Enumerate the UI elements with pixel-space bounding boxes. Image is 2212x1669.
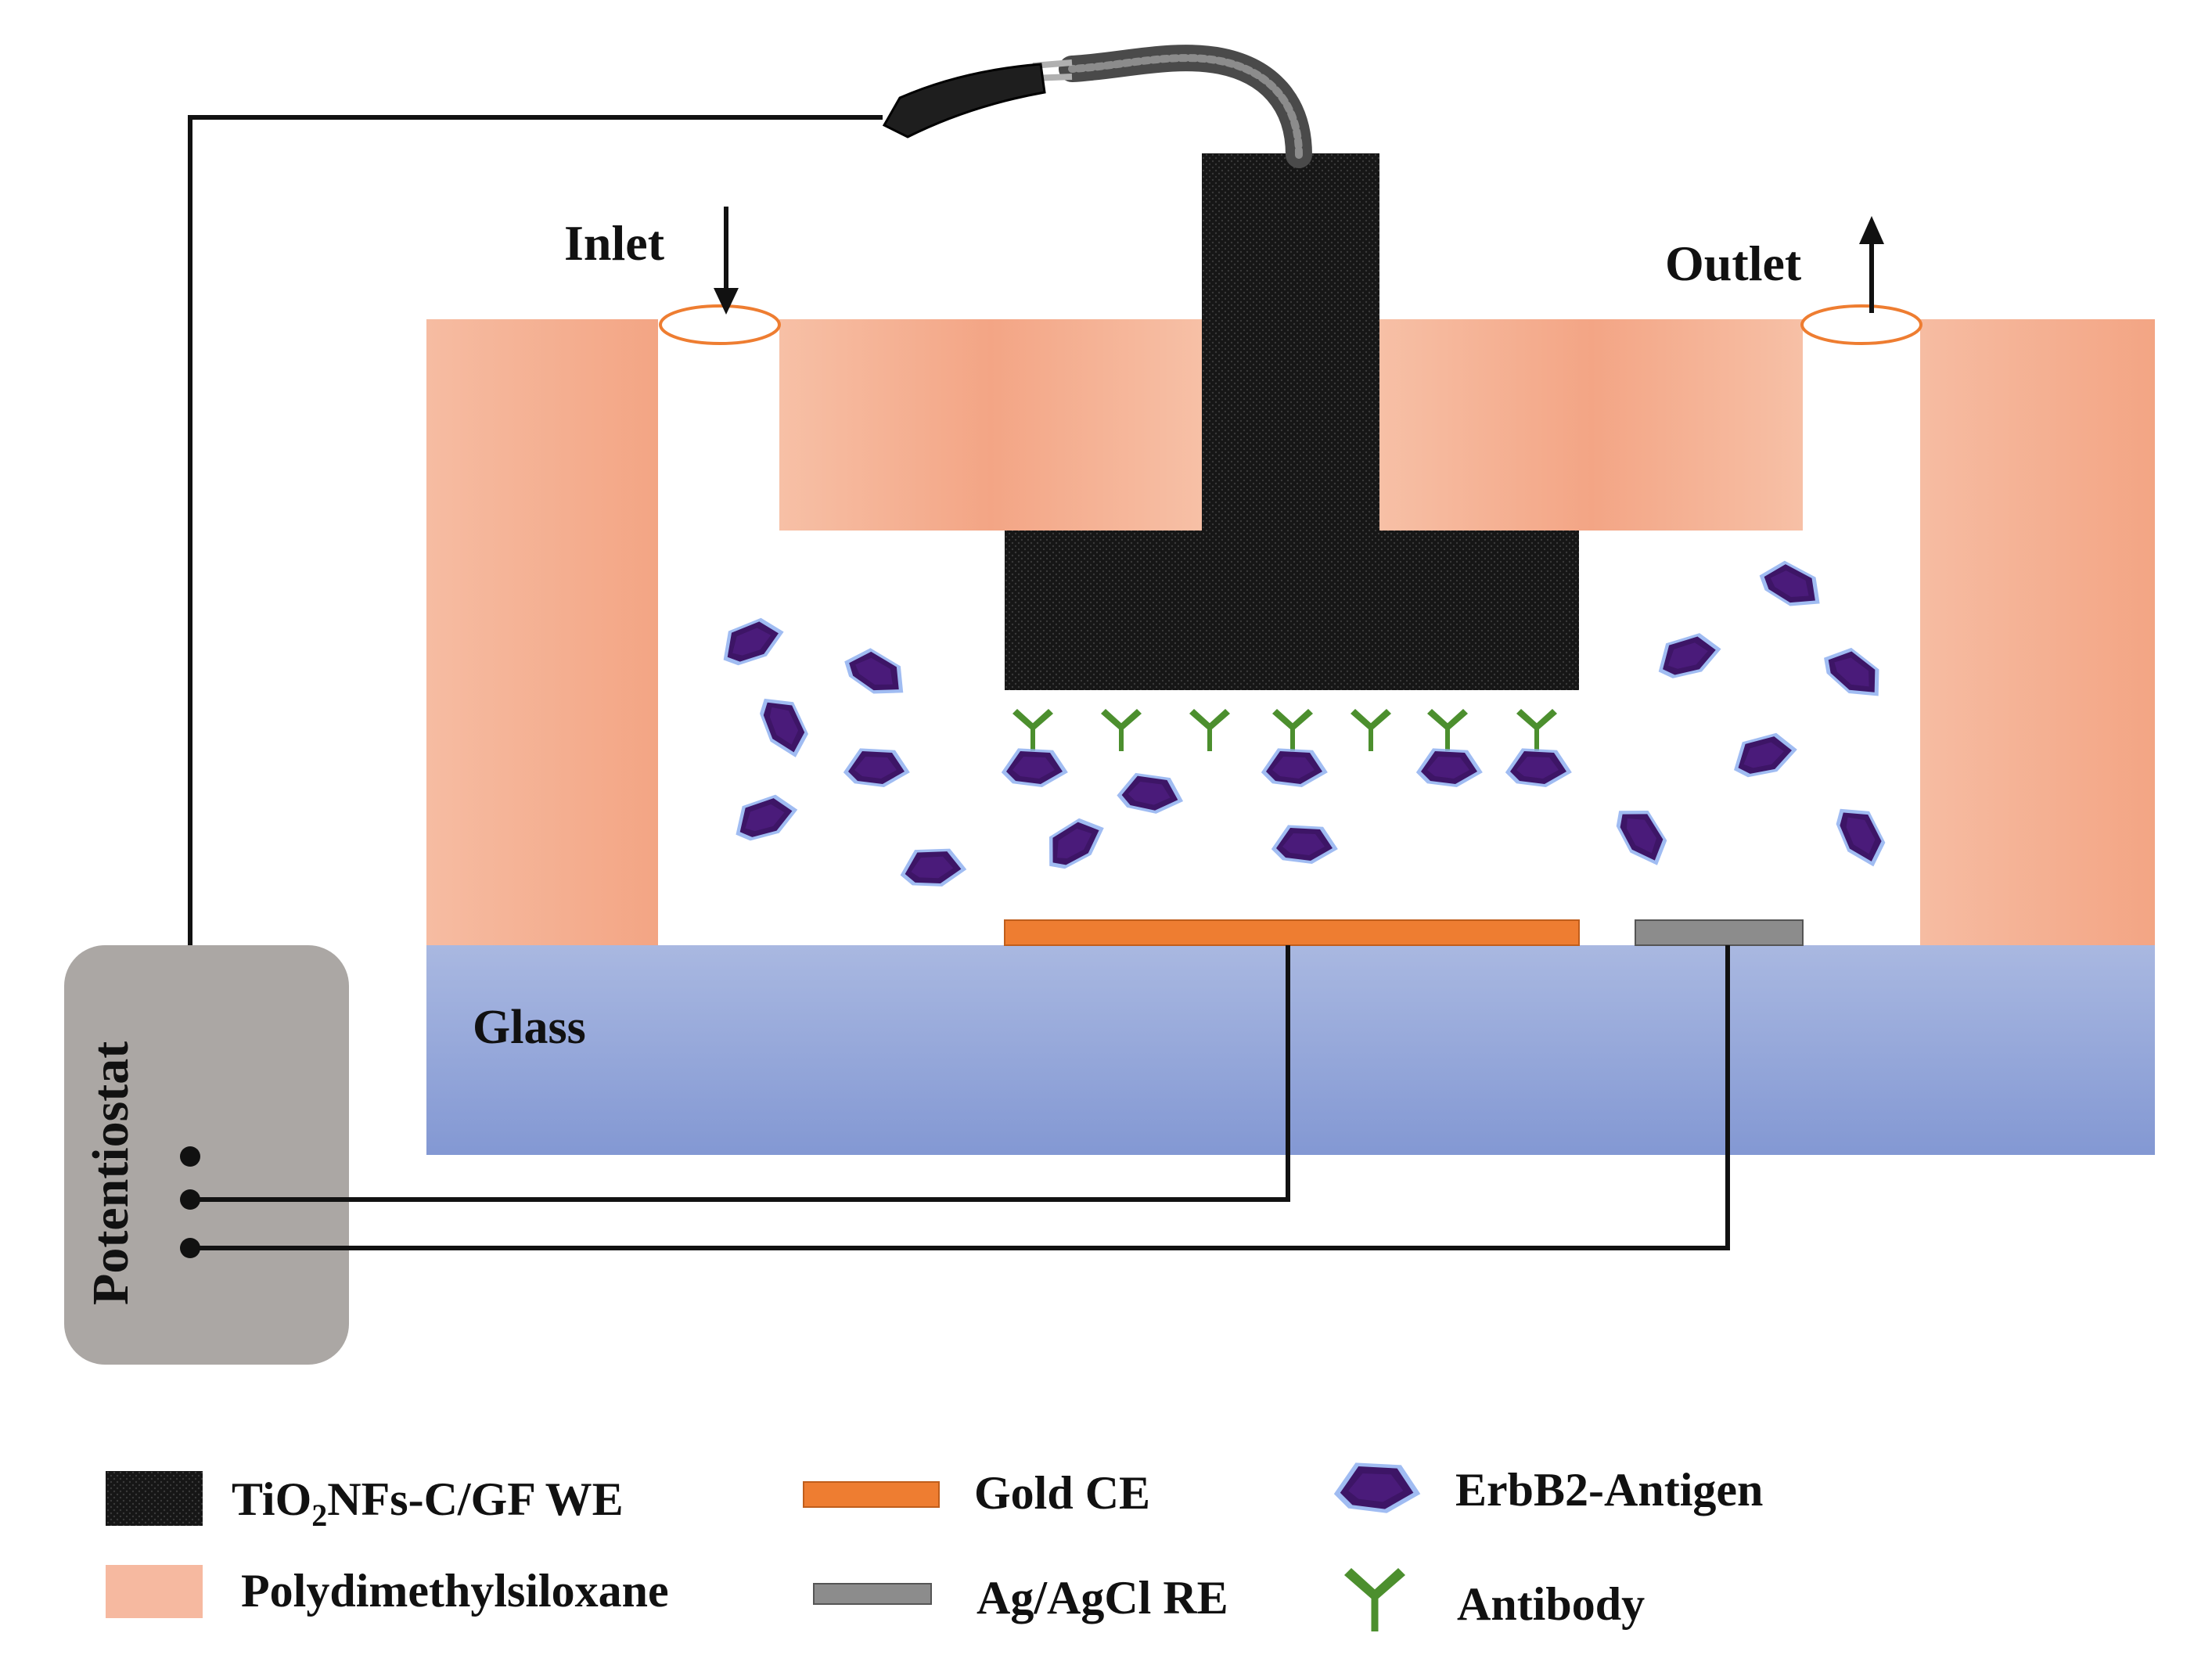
terminal-ce — [180, 1189, 200, 1210]
antigen — [837, 640, 915, 706]
antigen — [1271, 825, 1338, 864]
antibody — [1516, 709, 1557, 751]
glass-label: Glass — [473, 1001, 586, 1054]
legend-we-label: TiO2NFs-C/GF WE — [232, 1473, 624, 1533]
legend-antibody-swatch — [1344, 1568, 1405, 1631]
we-wire — [188, 115, 883, 1154]
terminal-we — [180, 1146, 200, 1167]
potentiostat-box — [64, 945, 349, 1365]
outlet-port — [1800, 304, 1922, 345]
antigen — [1001, 748, 1068, 787]
antibody — [1101, 709, 1142, 751]
legend-pdms-label: Polydimethylsiloxane — [241, 1565, 669, 1617]
working-electrode-stem — [1202, 153, 1379, 532]
outlet-arrow — [1859, 216, 1884, 313]
antigen — [1726, 726, 1802, 785]
legend-antigen-label: ErbB2-Antigen — [1455, 1464, 1763, 1516]
gold-counter-electrode — [1004, 919, 1580, 946]
antigen — [726, 787, 804, 849]
pdms-right-wall — [1920, 319, 2155, 945]
legend-gold-swatch — [803, 1481, 940, 1508]
legend-we-swatch — [106, 1471, 203, 1526]
antigen — [897, 845, 968, 890]
legend-agcl-swatch — [813, 1583, 932, 1605]
outlet-label: Outlet — [1665, 236, 1802, 291]
antigen — [1115, 771, 1185, 816]
antibody — [1012, 709, 1053, 751]
antigen — [1261, 748, 1328, 787]
antibody — [1189, 709, 1230, 751]
working-electrode-head — [1005, 531, 1579, 690]
inlet-port — [659, 304, 781, 345]
electrode-cable — [1059, 45, 1312, 168]
agcl-reference-electrode — [1635, 919, 1804, 946]
antigen — [1505, 748, 1572, 787]
alligator-clip — [882, 63, 1046, 138]
antibody — [1272, 709, 1313, 751]
antigen — [843, 748, 910, 787]
antibody-group — [1012, 709, 1557, 751]
antigen — [1035, 808, 1113, 879]
legend-antibody-label: Antibody — [1457, 1578, 1645, 1630]
ce-wire — [190, 945, 1290, 1202]
legend-antigen-swatch — [1333, 1462, 1421, 1513]
legend-pdms-swatch — [106, 1565, 203, 1618]
electrode-cable-highlight — [1068, 54, 1303, 159]
antigen — [1650, 626, 1727, 686]
antigen — [1606, 797, 1678, 874]
terminal-re — [180, 1238, 200, 1258]
inlet-arrow — [714, 207, 739, 315]
antibody — [1427, 709, 1468, 751]
glass-substrate — [426, 945, 2155, 1155]
potentiostat-label: Potentiostat — [82, 1041, 139, 1305]
re-wire — [190, 945, 1730, 1250]
pdms-top-left — [779, 319, 1202, 531]
antigen — [1815, 638, 1893, 708]
inlet-label: Inlet — [564, 215, 665, 271]
antigen — [1827, 797, 1894, 874]
legend-gold-label: Gold CE — [974, 1467, 1150, 1519]
antigen — [1415, 748, 1483, 787]
pdms-left-wall — [426, 319, 658, 945]
legend: TiO2NFs-C/GF WE Polydimethylsiloxane Gol… — [106, 1462, 1763, 1631]
antigen — [713, 610, 790, 674]
antigen — [751, 687, 817, 764]
antigen — [1753, 553, 1830, 617]
pdms-top-right — [1379, 319, 1803, 531]
legend-agcl-label: Ag/AgCl RE — [977, 1572, 1228, 1624]
antibody — [1351, 709, 1391, 751]
